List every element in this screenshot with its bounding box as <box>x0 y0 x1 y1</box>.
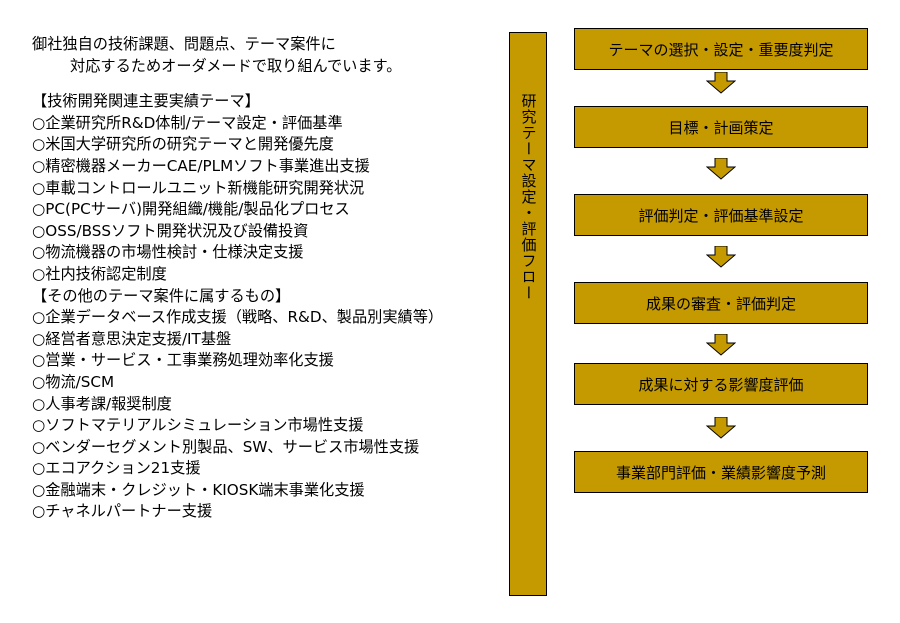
flow-vertical-label-text: 研究テーマ設定・評価フロー <box>519 93 538 301</box>
down-arrow-icon <box>706 158 736 180</box>
list-item: ○OSS/BSSソフト開発状況及び設備投資 <box>32 221 309 240</box>
list-item: ○物流/SCM <box>32 372 115 391</box>
flow-step-1: テーマの選択・設定・重要度判定 <box>574 28 868 70</box>
spacer <box>32 77 502 91</box>
list-item: ○企業データベース作成支援（戦略、R&D、製品別実績等） <box>32 308 444 327</box>
list-item: ○PC(PCサーバ)開発組織/機能/製品化プロセス <box>32 200 350 219</box>
section-header-other: 【その他のテーマ案件に属するもの】 <box>32 286 291 305</box>
list-item: ○車載コントロールユニット新機能研究開発状況 <box>32 178 365 197</box>
list-item: ○ベンダーセグメント別製品、SW、サービス市場性支援 <box>32 437 420 456</box>
list-item: ○精密機器メーカーCAE/PLMソフト事業進出支援 <box>32 156 370 175</box>
list-item: ○チャネルパートナー支援 <box>32 502 213 521</box>
section-header-tech: 【技術開発関連主要実績テーマ】 <box>32 92 260 111</box>
flow-step-4: 成果の審査・評価判定 <box>574 282 868 324</box>
intro-line-1: 御社独自の技術課題、問題点、テーマ案件に <box>32 35 336 53</box>
list-item: ○ソフトマテリアルシミュレーション市場性支援 <box>32 416 364 435</box>
down-arrow-icon <box>706 334 736 356</box>
flow-vertical-label: 研究テーマ設定・評価フロー <box>509 32 547 596</box>
list-item: ○営業・サービス・工事業務処理効率化支援 <box>32 351 334 370</box>
list-item: ○物流機器の市場性検討・仕様決定支援 <box>32 243 304 262</box>
list-item: ○社内技術認定制度 <box>32 264 167 283</box>
down-arrow-icon <box>706 417 736 439</box>
list-item: ○エコアクション21支援 <box>32 459 201 478</box>
down-arrow-icon <box>706 72 736 94</box>
intro-line-2: 対応するためオーダメードで取り組んでいます。 <box>70 56 402 75</box>
list-item: ○米国大学研究所の研究テーマと開発優先度 <box>32 135 334 154</box>
left-text-panel: 御社独自の技術課題、問題点、テーマ案件に 対応するためオーダメードで取り組んでい… <box>32 34 502 523</box>
flow-step-5: 成果に対する影響度評価 <box>574 363 868 405</box>
flow-step-6: 事業部門評価・業績影響度予測 <box>574 451 868 493</box>
list-item: ○企業研究所R&D体制/テーマ設定・評価基準 <box>32 113 343 132</box>
list-item: ○人事考課/報奨制度 <box>32 394 172 413</box>
flow-step-2: 目標・計画策定 <box>574 106 868 148</box>
list-item: ○経営者意思決定支援/IT基盤 <box>32 329 232 348</box>
list-item: ○金融端末・クレジット・KIOSK端末事業化支援 <box>32 480 365 499</box>
flow-step-3: 評価判定・評価基準設定 <box>574 194 868 236</box>
down-arrow-icon <box>706 246 736 268</box>
